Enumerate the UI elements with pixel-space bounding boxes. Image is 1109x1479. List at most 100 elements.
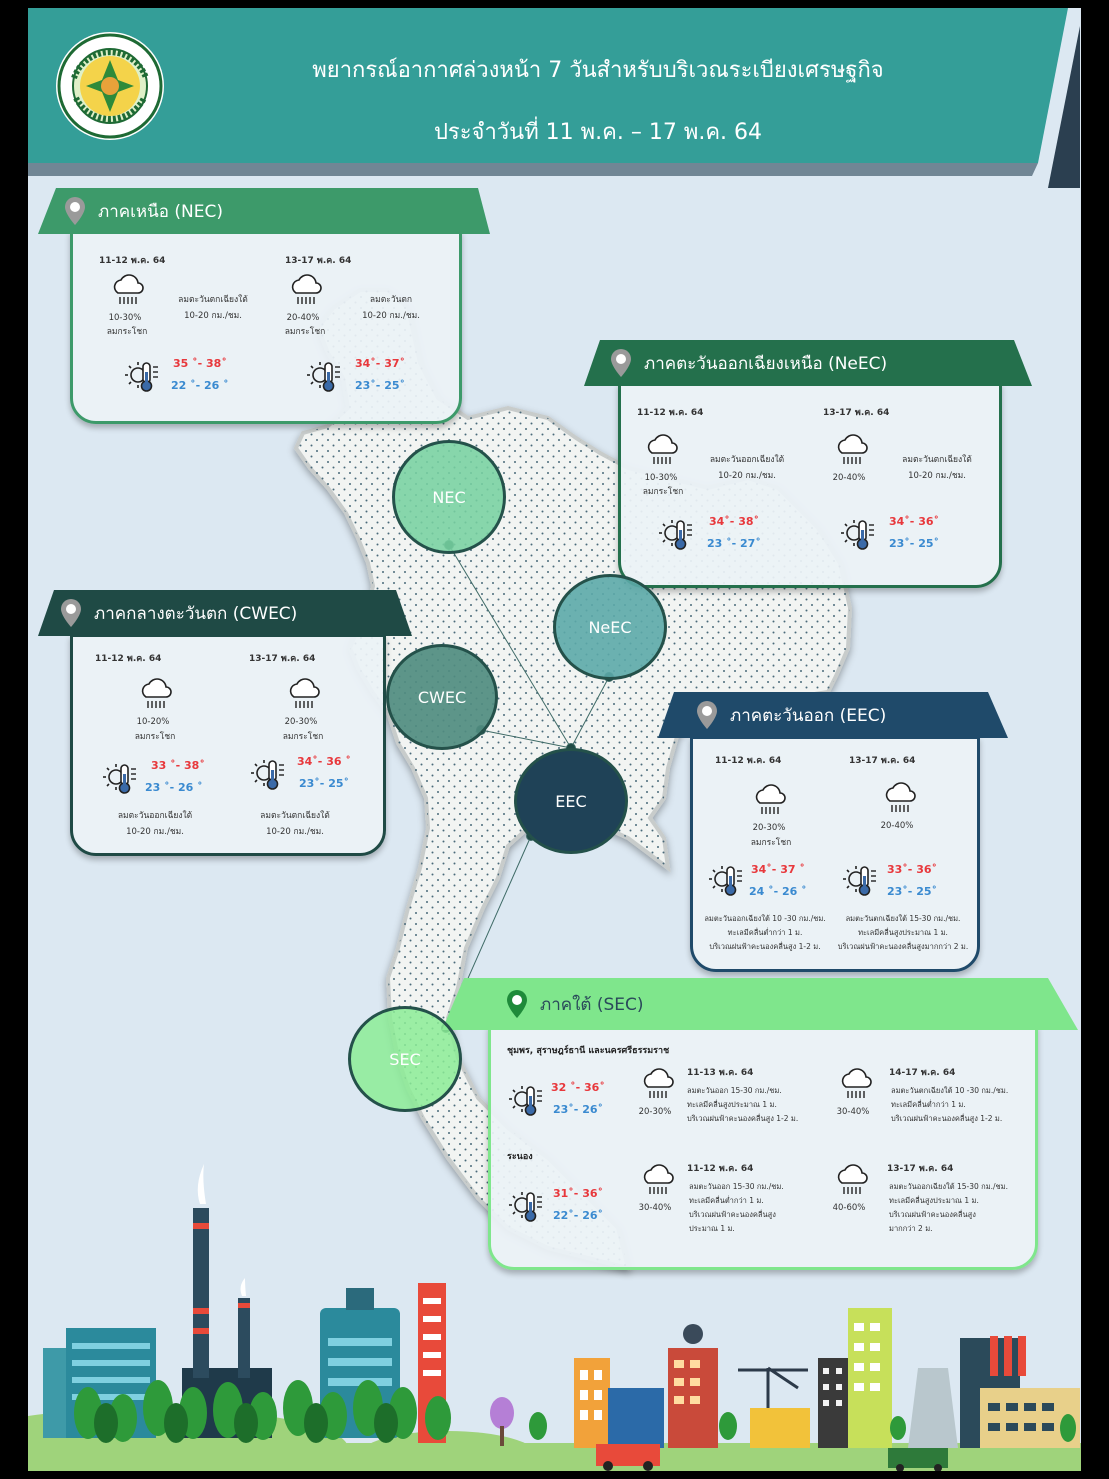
neec-p1-rain: 10-30%	[644, 473, 678, 483]
sun-thermometer-icon	[509, 1086, 542, 1116]
sec-area1-p2-note-3: บริเวณฝนฟ้าคะนองคลื่นสูง 1-2 ม.	[891, 1114, 1003, 1123]
cwec-p1-wind-speed: 10-20 กม./ชม.	[126, 827, 184, 837]
sec-area1-p1-date: 11-13 พ.ค. 64	[687, 1068, 754, 1078]
rain-cloud-icon	[837, 434, 868, 464]
nec-p2-rain: 20-40%	[286, 313, 320, 323]
sec-area1-tmin: 23˚- 26˚	[553, 1103, 604, 1116]
neec-p2-date: 13-17 พ.ค. 64	[823, 408, 890, 418]
eec-p2-date: 13-17 พ.ค. 64	[849, 756, 916, 766]
sec-area1-p1-note-3: บริเวณฝนฟ้าคะนองคลื่นสูง 1-2 ม.	[687, 1114, 799, 1123]
neec-p1-rain-note: ลมกระโชก	[642, 487, 684, 497]
sec-area1-p2-note-1: ลมตะวันตกเฉียงใต้ 10 -30 กม./ชม.	[891, 1086, 1009, 1095]
sec-area2-name: ระนอง	[507, 1152, 533, 1162]
sun-thermometer-icon	[125, 362, 158, 392]
eec-p2-note-2: ทะเลมีคลื่นสูงประมาณ 1 ม.	[858, 928, 948, 937]
cwec-banner: ภาคกลางตะวันตก (CWEC)	[38, 590, 412, 636]
sec-area2-p1-note-4: ประมาณ 1 ม.	[689, 1224, 735, 1233]
rain-cloud-icon	[755, 784, 786, 814]
sec-banner: ภาคใต้ (SEC)	[442, 978, 1078, 1030]
sec-area2-p1-note-1: ลมตะวันออก 15-30 กม./ชม.	[689, 1182, 784, 1191]
nec-map-marker: NEC	[392, 440, 506, 554]
cwec-p1-rain-note: ลมกระโชก	[134, 732, 176, 742]
infographic-page: พยากรณ์อากาศล่วงหน้า 7 วันสำหรับบริเวณระ…	[28, 8, 1081, 1471]
sec-card: ชุมพร, สุราษฎร์ธานี และนครศรีธรรมราช 32 …	[488, 1024, 1038, 1270]
nec-p1-rain: 10-30%	[108, 313, 142, 323]
neec-p1-tmin: 23 ˚- 27˚	[707, 537, 761, 550]
sun-thermometer-icon	[251, 760, 284, 790]
rain-cloud-icon	[291, 274, 322, 304]
sun-thermometer-icon	[841, 520, 874, 550]
sec-area1-tmax: 32 ˚- 36˚	[551, 1081, 605, 1094]
nec-region-label: ภาคเหนือ (NEC)	[98, 201, 223, 222]
nec-p1-wind-speed: 10-20 กม./ชม.	[184, 311, 242, 321]
neec-p1-wind: ลมตะวันออกเฉียงใต้	[709, 455, 785, 465]
sec-area1-p1-rain: 20-30%	[638, 1107, 672, 1117]
sec-area1-p2-date: 14-17 พ.ค. 64	[889, 1068, 956, 1078]
neec-p1-tmax: 34˚- 38˚	[709, 515, 760, 528]
cwec-p1-date: 11-12 พ.ค. 64	[95, 654, 162, 664]
location-pin-icon	[507, 990, 527, 1018]
neec-p2-tmax: 34˚- 36˚	[889, 515, 940, 528]
sec-area2-p2-note-1: ลมตะวันออกเฉียงใต้ 15-30 กม./ชม.	[889, 1182, 1008, 1191]
eec-region-label: ภาคตะวันออก (EEC)	[730, 705, 887, 726]
eec-p1-note-1: ลมตะวันออกเฉียงใต้ 10 -30 กม./ชม.	[704, 914, 826, 923]
sec-area2-tmax: 31˚- 36˚	[553, 1187, 604, 1200]
sec-region-label: ภาคใต้ (SEC)	[540, 994, 644, 1015]
rain-cloud-icon	[841, 1068, 872, 1098]
sec-area2-p2-rain: 40-60%	[832, 1203, 866, 1213]
sec-area1-p2-note-2: ทะเลมีคลื่นต่ำกว่า 1 ม.	[891, 1100, 966, 1109]
cwec-p1-tmin: 23 ˚- 26 ˚	[145, 781, 203, 794]
neec-p2-tmin: 23˚- 25˚	[889, 537, 940, 550]
rain-cloud-icon	[113, 274, 144, 304]
sun-thermometer-icon	[509, 1192, 542, 1222]
header-band	[28, 8, 1068, 163]
date-range: ประจำวันที่ 11 พ.ค. – 17 พ.ค. 64	[433, 120, 763, 145]
cwec-p2-wind-speed: 10-20 กม./ชม.	[266, 827, 324, 837]
nec-p2-wind-speed: 10-20 กม./ชม.	[362, 311, 420, 321]
page-title: พยากรณ์อากาศล่วงหน้า 7 วันสำหรับบริเวณระ…	[312, 58, 884, 83]
sec-area1-name: ชุมพร, สุราษฎร์ธานี และนครศรีธรรมราช	[507, 1046, 670, 1056]
cwec-p2-wind: ลมตะวันตกเฉียงใต้	[260, 811, 330, 821]
cwec-p2-rain: 20-30%	[284, 717, 318, 727]
eec-banner: ภาคตะวันออก (EEC)	[658, 692, 1008, 738]
cwec-p2-tmax: 34˚- 36 ˚	[297, 755, 351, 768]
sec-map-marker: SEC	[348, 1006, 462, 1112]
nec-p1-tmax: 35 ˚- 38˚	[173, 357, 227, 370]
rain-cloud-icon	[643, 1164, 674, 1194]
cwec-region-label: ภาคกลางตะวันตก (CWEC)	[94, 603, 298, 624]
nec-p1-tmin: 22 ˚- 26 ˚	[171, 379, 229, 392]
sun-thermometer-icon	[307, 362, 340, 392]
sec-area2-tmin: 22˚- 26˚	[553, 1209, 604, 1222]
nec-card: 11-12 พ.ค. 64 13-17 พ.ค. 64 10-30% ลมกระ…	[70, 230, 462, 424]
cwec-p1-tmax: 33 ˚- 38˚	[151, 759, 205, 772]
sec-area2-p2-note-3: บริเวณฝนฟ้าคะนองคลื่นสูง	[889, 1210, 976, 1219]
nec-p2-tmax: 34˚- 37˚	[355, 357, 406, 370]
sec-area2-p1-note-2: ทะเลมีคลื่นต่ำกว่า 1 ม.	[689, 1196, 764, 1205]
nec-p1-wind: ลมตะวันตกเฉียงใต้	[178, 295, 248, 305]
sun-thermometer-icon	[103, 764, 136, 794]
eec-p2-tmax: 33˚- 36˚	[887, 863, 938, 876]
sec-area1-p1-note-1: ลมตะวันออก 15-30 กม./ชม.	[687, 1086, 782, 1095]
city-skyline	[28, 1164, 1081, 1471]
sec-area1-p1-note-2: ทะเลมีคลื่นสูงประมาณ 1 ม.	[687, 1100, 777, 1109]
location-pin-icon	[65, 197, 85, 225]
neec-p2-wind: ลมตะวันตกเฉียงใต้	[902, 455, 972, 465]
nec-p1-rain-note: ลมกระโชก	[106, 327, 148, 337]
sec-area2-p1-rain: 30-40%	[638, 1203, 672, 1213]
cwec-p2-date: 13-17 พ.ค. 64	[249, 654, 316, 664]
eec-p2-rain: 20-40%	[880, 821, 914, 831]
nec-p2-tmin: 23˚- 25˚	[355, 379, 406, 392]
eec-p2-tmin: 23˚- 25˚	[887, 885, 938, 898]
neec-banner: ภาคตะวันออกเฉียงเหนือ (NeEC)	[584, 340, 1032, 386]
nec-banner: ภาคเหนือ (NEC)	[38, 188, 490, 234]
eec-card: 11-12 พ.ค. 64 13-17 พ.ค. 64 20-30% ลมกระ…	[690, 736, 980, 972]
neec-p2-wind-speed: 10-20 กม./ชม.	[908, 471, 966, 481]
neec-map-marker: NeEC	[553, 574, 667, 680]
sec-area2-p1-note-3: บริเวณฝนฟ้าคะนองคลื่นสูง	[689, 1210, 776, 1219]
neec-region-label: ภาคตะวันออกเฉียงเหนือ (NeEC)	[644, 353, 888, 374]
cwec-p1-rain: 10-20%	[136, 717, 170, 727]
neec-p1-wind-speed: 10-20 กม./ชม.	[718, 471, 776, 481]
cwec-p2-rain-note: ลมกระโชก	[282, 732, 324, 742]
nec-p2-rain-note: ลมกระโชก	[284, 327, 326, 337]
cwec-map-marker: CWEC	[386, 644, 498, 750]
